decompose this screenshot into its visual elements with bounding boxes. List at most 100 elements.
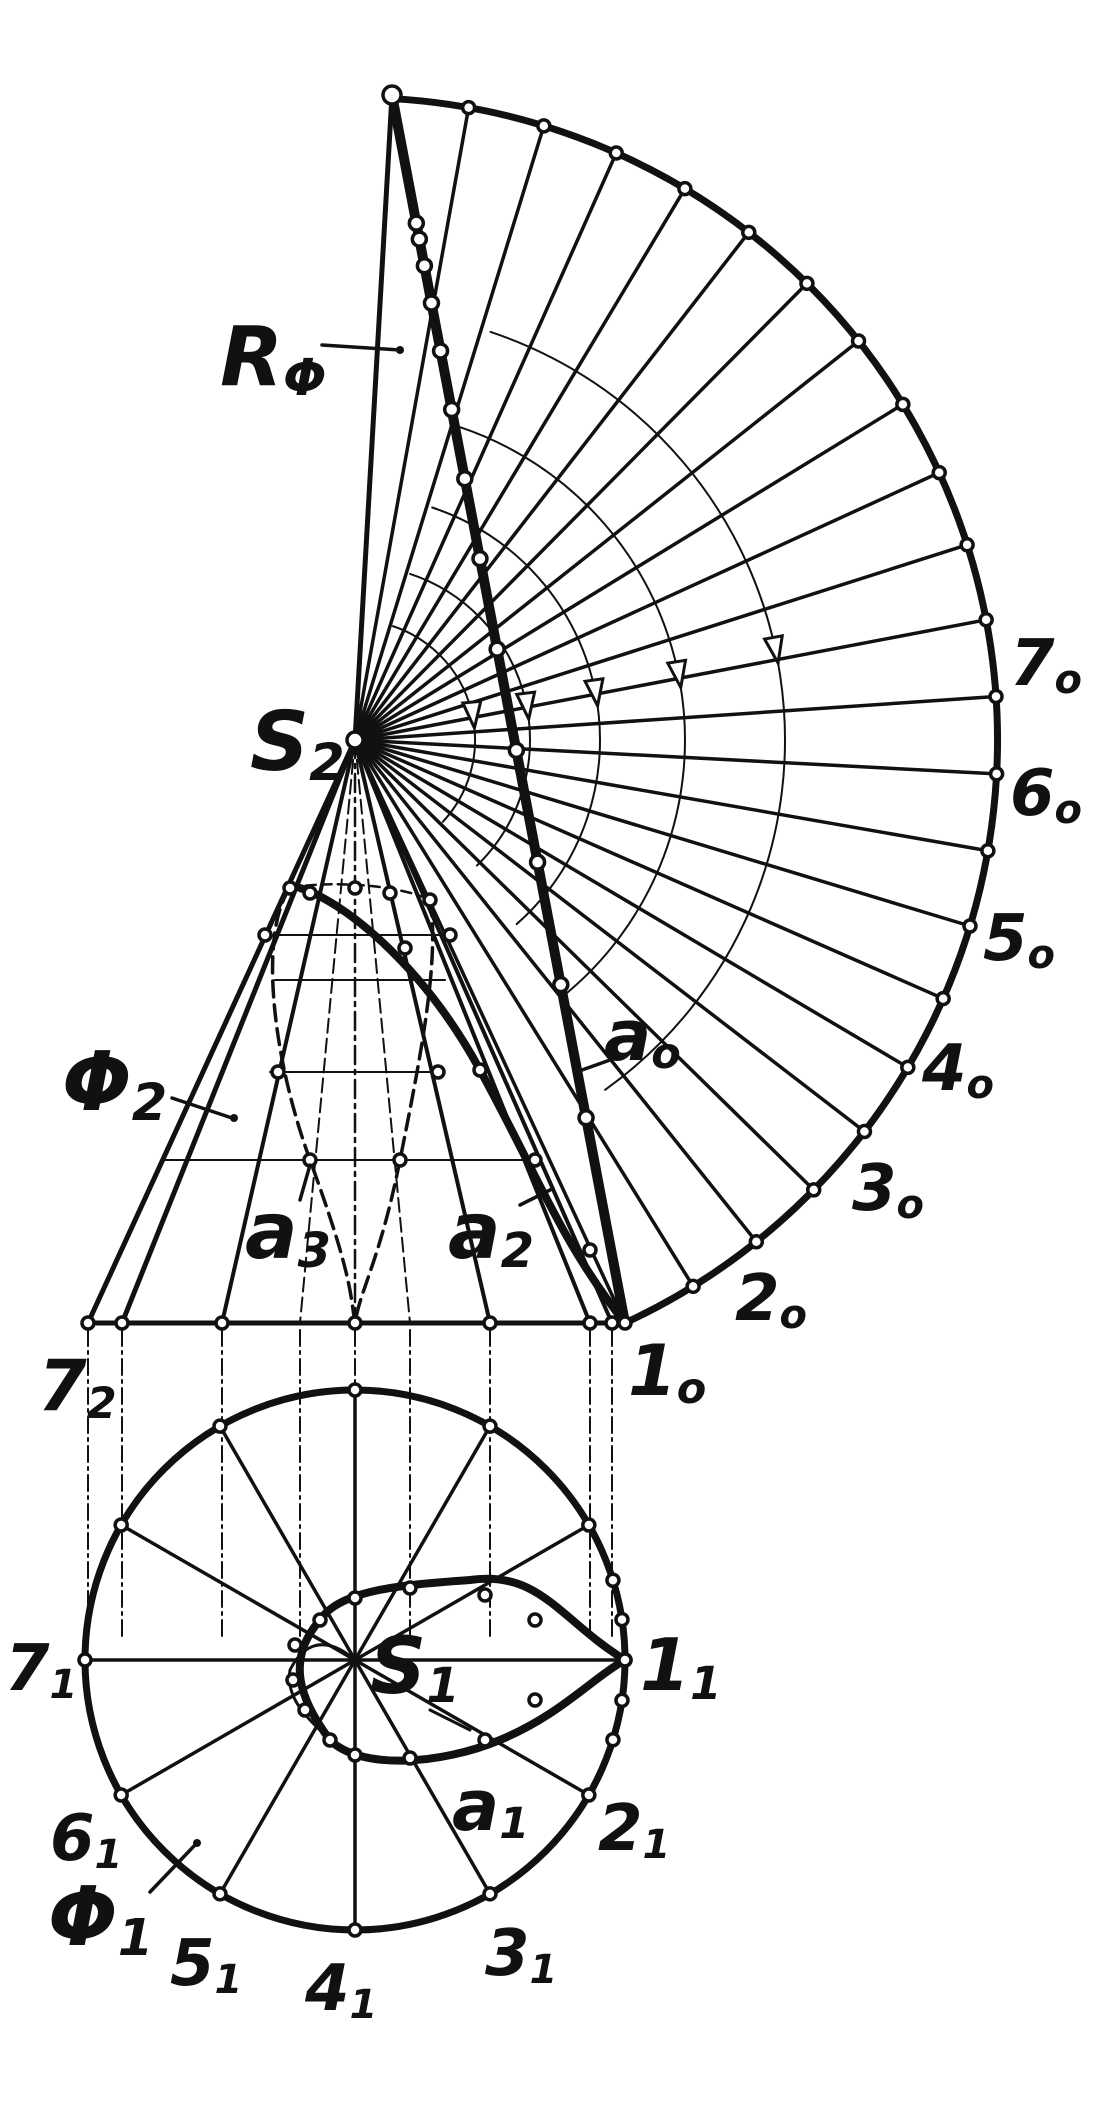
base-point — [347, 1315, 363, 1331]
a0-point — [422, 294, 441, 312]
development-generator — [353, 738, 945, 1001]
phi1-leader-dot — [193, 1839, 201, 1847]
base-point — [482, 1315, 498, 1331]
a3-leader — [298, 1163, 312, 1202]
r-phi-leader — [320, 343, 402, 352]
front-curve-point — [527, 1152, 543, 1168]
top-curve-point — [347, 1747, 363, 1763]
a3-curve-right — [353, 898, 435, 1325]
development-generator — [353, 618, 988, 742]
development-generator — [353, 738, 999, 776]
arc-point — [935, 990, 951, 1007]
base-circle-point — [581, 1517, 597, 1533]
a0-point — [507, 741, 526, 760]
base-circle-point — [212, 1418, 228, 1434]
label-7-0: 7o — [1010, 627, 1082, 703]
label-phi2: Φ2 — [62, 1035, 167, 1133]
label-1-0: 1o — [628, 1330, 706, 1414]
base-point — [214, 1315, 230, 1331]
front-curve-point — [282, 880, 298, 896]
a3-top — [288, 882, 432, 902]
label-3-1: 31 — [485, 1917, 557, 1993]
cone-outline-left-inner — [119, 737, 358, 1326]
arc-point — [677, 180, 693, 197]
base-spoke — [218, 1658, 357, 1896]
a0-point — [410, 230, 429, 248]
base-spoke — [353, 1658, 591, 1797]
base-point — [582, 1315, 598, 1331]
arc-point — [931, 464, 947, 481]
development-generator — [353, 186, 687, 742]
rotation-arrowhead — [460, 699, 483, 733]
construction-geometry — [77, 84, 1005, 1938]
a0-point — [442, 400, 461, 419]
label-a3: a3 — [245, 1187, 331, 1279]
development-generator — [353, 105, 471, 742]
development-generator — [353, 543, 969, 742]
base-spoke — [218, 1424, 357, 1662]
a0-point — [456, 470, 474, 488]
front-curve-point — [382, 885, 398, 901]
arc-point — [741, 224, 757, 241]
base-circle-point — [605, 1732, 621, 1748]
base-point — [80, 1315, 96, 1331]
arc-point — [805, 1182, 822, 1198]
base-point — [617, 1315, 633, 1331]
label-2-1: 21 — [598, 1792, 670, 1868]
top-curve-point — [527, 1692, 543, 1708]
base-circle-point — [482, 1886, 498, 1902]
front-curve-point — [422, 892, 438, 908]
base-circle-point — [482, 1418, 498, 1434]
a3-curve-left — [270, 886, 357, 1325]
development-generator — [353, 151, 618, 742]
a0-point — [407, 214, 426, 232]
label-1-1: 11 — [640, 1623, 721, 1710]
a1-leader — [428, 1708, 472, 1732]
base-circle-point — [113, 1787, 129, 1803]
top-curve-point — [402, 1750, 418, 1766]
arc-point — [959, 537, 975, 553]
cone-generator — [353, 738, 592, 1325]
base-point — [604, 1315, 620, 1331]
development-generator — [352, 96, 395, 743]
label-4-0: 4o — [921, 1032, 994, 1108]
a0-point — [528, 853, 547, 871]
label-5-0: 5o — [983, 902, 1055, 978]
label-phi1: Φ1 — [48, 1870, 153, 1968]
front-curve-point — [397, 940, 413, 956]
label-7-1: 71 — [5, 1632, 77, 1708]
cone-generator — [220, 738, 357, 1325]
development-generator — [353, 402, 905, 742]
base-spoke — [353, 1424, 492, 1662]
label-a2: a2 — [448, 1187, 534, 1279]
label-s1: S1 — [370, 1622, 460, 1714]
base-point — [114, 1315, 130, 1331]
front-curve-point — [442, 927, 458, 943]
top-curve-point — [617, 1652, 633, 1668]
phi2-leader — [170, 1096, 234, 1120]
a0-leader — [580, 1058, 612, 1072]
base-circle-point — [113, 1517, 129, 1533]
front-curve-point — [257, 927, 273, 943]
label-s2: S2 — [250, 695, 345, 793]
base-spoke — [119, 1658, 357, 1797]
development-generator — [353, 738, 695, 1289]
arc-point — [608, 145, 624, 161]
base-circle-point — [347, 1382, 363, 1398]
label-2-0: 2o — [735, 1262, 807, 1338]
development-generator — [353, 230, 751, 742]
development-arc — [388, 95, 1001, 1327]
sector-apex-point — [381, 84, 403, 106]
front-curve-point — [347, 880, 363, 896]
development-generator — [353, 738, 972, 928]
phi1-leader — [148, 1843, 197, 1894]
s2-point — [345, 730, 365, 750]
hidden-generator — [354, 739, 411, 1324]
a0-point — [431, 342, 450, 360]
a1-inner-curve — [287, 1643, 357, 1742]
base-circle-point — [581, 1787, 597, 1803]
front-curve-point — [270, 1064, 286, 1080]
arc-point — [978, 612, 994, 628]
